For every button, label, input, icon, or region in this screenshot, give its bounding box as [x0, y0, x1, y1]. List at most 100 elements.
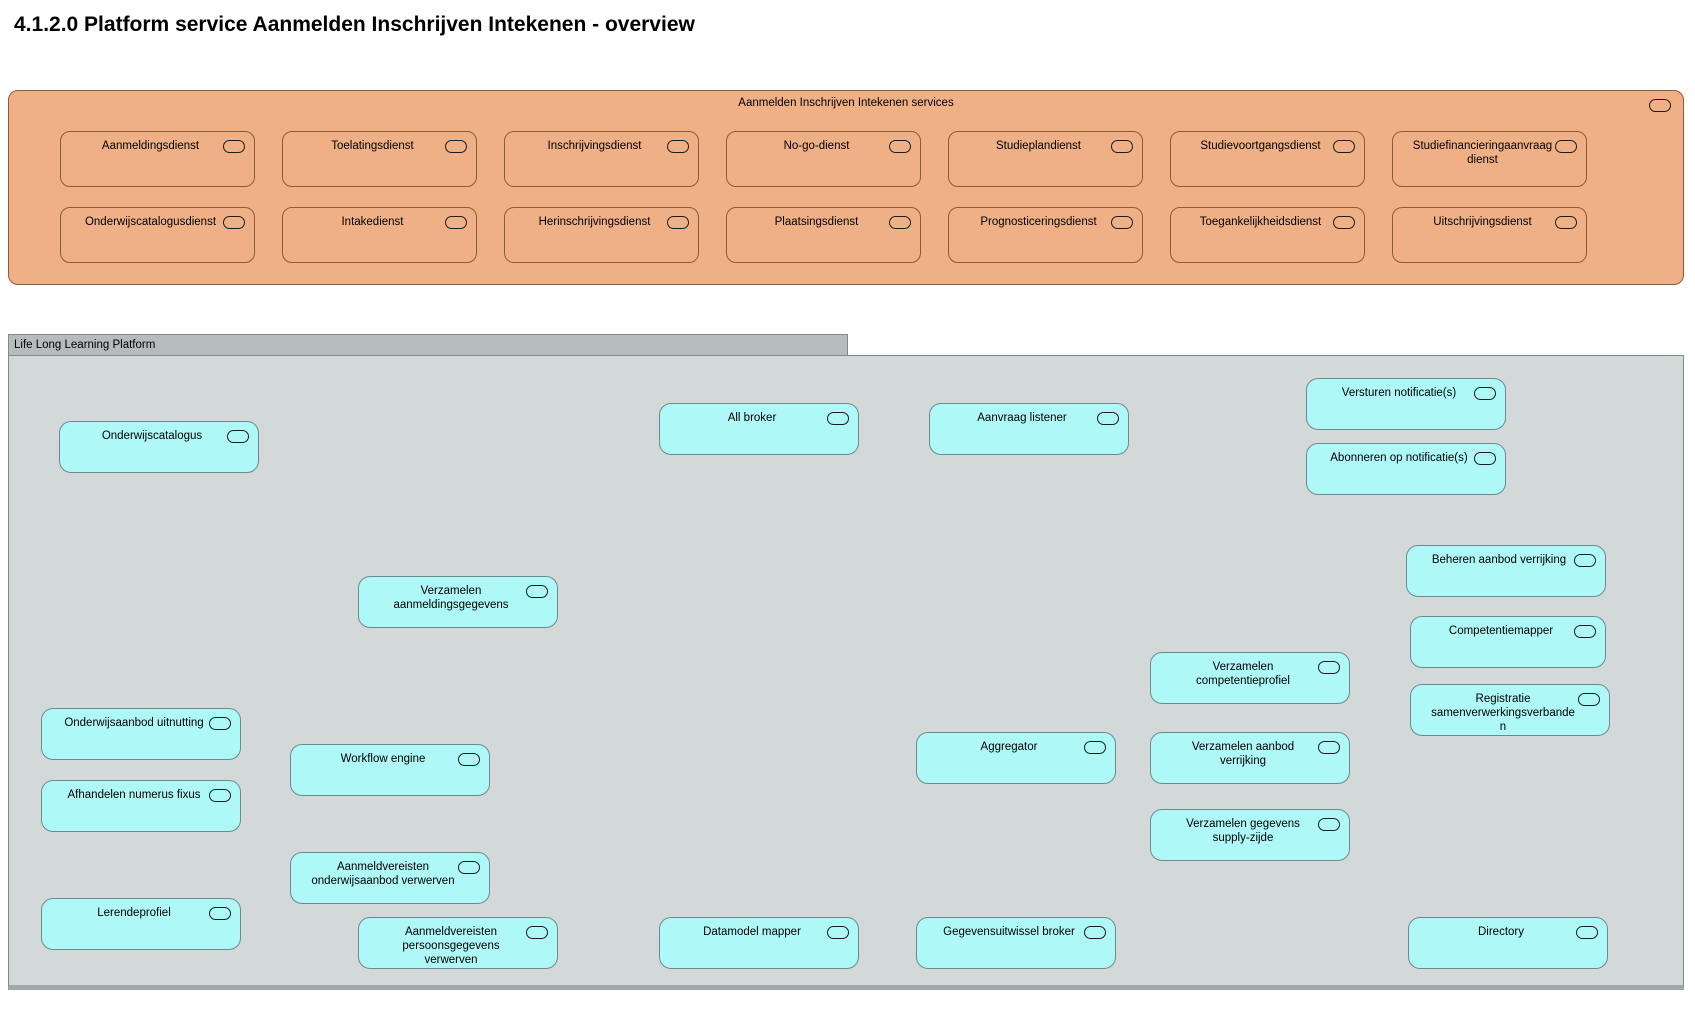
application-service-icon [526, 585, 548, 598]
node-inschrijvingsdienst[interactable]: Inschrijvingsdienst [504, 131, 699, 187]
node-prognosticeringsdienst[interactable]: Prognosticeringsdienst [948, 207, 1143, 263]
node-label: Prognosticeringsdienst [980, 216, 1097, 228]
node-toegankelijkheidsdienst[interactable]: Toegankelijkheidsdienst [1170, 207, 1365, 263]
node-label: Aanmeldvereisten persoonsgegevens verwer… [402, 926, 500, 966]
node-no-go-dienst[interactable]: No-go-dienst [726, 131, 921, 187]
node-afhandelen-numerus-fixus[interactable]: Afhandelen numerus fixus [41, 780, 241, 832]
node-label: Gegevensuitwissel broker [943, 926, 1075, 938]
group-tab-life-long-learning-platform[interactable]: Life Long Learning Platform [8, 334, 848, 355]
node-beheren-aanbod-verrijking[interactable]: Beheren aanbod verrijking [1406, 545, 1606, 597]
application-service-icon [526, 926, 548, 939]
node-onderwijsaanbod-uitnutting[interactable]: Onderwijsaanbod uitnutting [41, 708, 241, 760]
node-aanvraag-listener[interactable]: Aanvraag listener [929, 403, 1129, 455]
node-verzamelen-gegevens-supply-zijde[interactable]: Verzamelen gegevens supply-zijde [1150, 809, 1350, 861]
node-label: No-go-dienst [783, 140, 850, 152]
node-label: Inschrijvingsdienst [547, 140, 642, 152]
node-label: Verzamelen gegevens supply-zijde [1186, 818, 1300, 844]
application-service-icon [445, 216, 467, 229]
node-aanmeldvereisten-onderwijsaanbod-verwerven[interactable]: Aanmeldvereisten onderwijsaanbod verwerv… [290, 852, 490, 904]
node-label: Studiefinancieringaanvraagdienst [1412, 140, 1553, 166]
node-workflow-engine[interactable]: Workflow engine [290, 744, 490, 796]
node-verzamelen-competentieprofiel[interactable]: Verzamelen competentieprofiel [1150, 652, 1350, 704]
application-service-icon [667, 216, 689, 229]
application-service-icon [1318, 661, 1340, 674]
node-aggregator[interactable]: Aggregator [916, 732, 1116, 784]
application-service-icon [1574, 625, 1596, 638]
application-service-icon [889, 216, 911, 229]
node-label: Aanmeldingsdienst [101, 140, 200, 152]
node-label: Toelatingsdienst [331, 140, 414, 152]
application-service-icon [458, 861, 480, 874]
group-header-label: Aanmelden Inschrijven Intekenen services [738, 97, 954, 109]
application-service-icon [1318, 741, 1340, 754]
application-service-icon [827, 926, 849, 939]
node-label: Datamodel mapper [703, 926, 801, 938]
node-label: Onderwijscatalogus [101, 430, 203, 442]
node-uitschrijvingsdienst[interactable]: Uitschrijvingsdienst [1392, 207, 1587, 263]
node-intakedienst[interactable]: Intakedienst [282, 207, 477, 263]
application-service-icon [1555, 216, 1577, 229]
node-versturen-notificatie-s[interactable]: Versturen notificatie(s) [1306, 378, 1506, 430]
application-service-icon [1578, 693, 1600, 706]
node-label: Onderwijsaanbod uitnutting [64, 717, 204, 729]
application-service-icon [223, 216, 245, 229]
node-verzamelen-aanmeldingsgegevens[interactable]: Verzamelen aanmeldingsgegevens [358, 576, 558, 628]
node-label: Beheren aanbod verrijking [1431, 554, 1567, 566]
application-service-icon [1084, 741, 1106, 754]
application-service-icon [1333, 140, 1355, 153]
application-service-icon [1097, 412, 1119, 425]
node-label: Intakedienst [341, 216, 404, 228]
node-label: Verzamelen aanmeldingsgegevens [393, 585, 509, 611]
node-label: All broker [727, 412, 777, 424]
node-onderwijscatalogus[interactable]: Onderwijscatalogus [59, 421, 259, 473]
node-label: Lerendeprofiel [97, 907, 171, 919]
node-toelatingsdienst[interactable]: Toelatingsdienst [282, 131, 477, 187]
node-directory[interactable]: Directory [1408, 917, 1608, 969]
application-service-icon [1318, 818, 1340, 831]
application-service-icon [827, 412, 849, 425]
node-label: Directory [1477, 926, 1524, 938]
node-studievoortgangsdienst[interactable]: Studievoortgangsdienst [1170, 131, 1365, 187]
application-service-icon [889, 140, 911, 153]
application-service-icon [445, 140, 467, 153]
node-label: Verzamelen aanbod verrijking [1191, 741, 1295, 767]
node-label: Registratie samenverwerkingsverbanden [1431, 693, 1575, 733]
application-service-icon [1111, 216, 1133, 229]
node-lerendeprofiel[interactable]: Lerendeprofiel [41, 898, 241, 950]
node-studieplandienst[interactable]: Studieplandienst [948, 131, 1143, 187]
node-studiefinancieringaanvraagdienst[interactable]: Studiefinancieringaanvraagdienst [1392, 131, 1587, 187]
application-service-icon [209, 717, 231, 730]
node-competentiemapper[interactable]: Competentiemapper [1410, 616, 1606, 668]
application-service-icon [1111, 140, 1133, 153]
node-label: Onderwijscatalogusdienst [84, 216, 217, 228]
node-herinschrijvingsdienst[interactable]: Herinschrijvingsdienst [504, 207, 699, 263]
application-service-icon [227, 430, 249, 443]
node-registratie-samenverwerkingsverbanden[interactable]: Registratie samenverwerkingsverbanden [1410, 684, 1610, 736]
node-label: Workflow engine [340, 753, 426, 765]
node-label: Afhandelen numerus fixus [67, 789, 201, 801]
node-onderwijscatalogusdienst[interactable]: Onderwijscatalogusdienst [60, 207, 255, 263]
application-service-icon [1084, 926, 1106, 939]
node-aanmeldvereisten-persoonsgegevens-verwerven[interactable]: Aanmeldvereisten persoonsgegevens verwer… [358, 917, 558, 969]
group-tab-label: Life Long Learning Platform [14, 339, 156, 351]
node-label: Abonneren op notificatie(s) [1330, 452, 1468, 464]
node-verzamelen-aanbod-verrijking[interactable]: Verzamelen aanbod verrijking [1150, 732, 1350, 784]
node-all-broker[interactable]: All broker [659, 403, 859, 455]
node-gegevensuitwissel-broker[interactable]: Gegevensuitwissel broker [916, 917, 1116, 969]
node-aanmeldingsdienst[interactable]: Aanmeldingsdienst [60, 131, 255, 187]
application-service-icon [667, 140, 689, 153]
node-label: Plaatsingsdienst [774, 216, 859, 228]
application-service-icon [458, 753, 480, 766]
application-service-icon [209, 907, 231, 920]
application-service-icon [1474, 387, 1496, 400]
application-service-icon [1333, 216, 1355, 229]
node-plaatsingsdienst[interactable]: Plaatsingsdienst [726, 207, 921, 263]
node-label: Aanmeldvereisten onderwijsaanbod verwerv… [311, 861, 455, 887]
node-label: Studieplandienst [995, 140, 1082, 152]
node-label: Verzamelen competentieprofiel [1196, 661, 1290, 687]
application-service-icon [1555, 140, 1577, 153]
application-service-icon [1474, 452, 1496, 465]
node-abonneren-op-notificatie-s[interactable]: Abonneren op notificatie(s) [1306, 443, 1506, 495]
application-service-icon [1649, 99, 1671, 112]
node-datamodel-mapper[interactable]: Datamodel mapper [659, 917, 859, 969]
